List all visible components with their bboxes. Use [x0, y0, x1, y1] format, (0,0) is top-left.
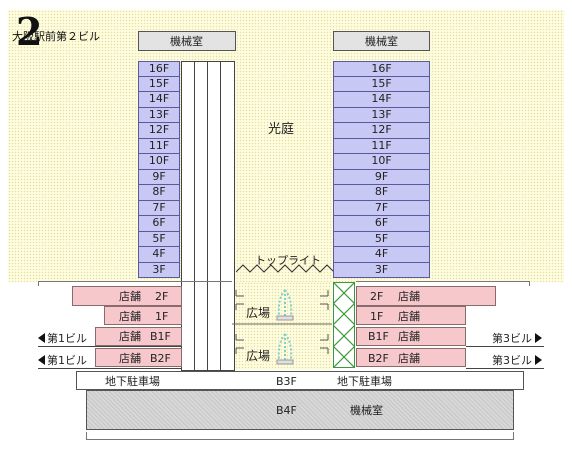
right-floor-4f: 4F	[333, 247, 430, 263]
left-1f-block	[104, 306, 182, 325]
left-b1f-shop: 店舗	[119, 330, 141, 343]
fountain-lower-icon	[276, 333, 294, 365]
right-1f-block	[356, 306, 466, 325]
left-1f-label: 1F	[155, 310, 169, 323]
left-floor-7f: 7F	[138, 200, 180, 216]
left-floor-8f: 8F	[138, 185, 180, 201]
left-2f-shop: 店舗	[119, 290, 141, 303]
left-b2f-block	[95, 348, 182, 367]
right-floor-8f: 8F	[333, 185, 430, 201]
toplight-zigzag	[236, 264, 334, 273]
left-link-b1[interactable]: 第1ビル	[38, 330, 87, 346]
right-b2f-shop: 店舗	[398, 352, 420, 365]
building-title: 大阪駅前第２ビル	[12, 30, 100, 43]
right-link-b2[interactable]: 第3ビル	[492, 352, 542, 368]
left-floor-12f: 12F	[138, 123, 180, 139]
arrow-left-icon	[38, 355, 45, 365]
arrow-right-icon	[535, 333, 542, 343]
b3f-level	[76, 371, 524, 390]
right-floor-5f: 5F	[333, 231, 430, 247]
left-floor-9f: 9F	[138, 169, 180, 185]
left-b1f-label: B1F	[150, 330, 171, 343]
right-2f-label: 2F	[370, 290, 384, 303]
right-1f-shop: 店舗	[398, 310, 420, 323]
building-number: 2	[16, 9, 43, 54]
right-b2f-label: B2F	[368, 352, 389, 365]
b4f-level	[86, 390, 514, 430]
left-machine-room-label: 機械室	[170, 35, 203, 48]
right-floor-13f: 13F	[333, 107, 430, 123]
left-2f-label: 2F	[155, 290, 169, 303]
left-floor-11f: 11F	[138, 138, 180, 154]
b4f-label: B4F	[276, 404, 297, 417]
right-floor-14f: 14F	[333, 92, 430, 108]
right-parking-label: 地下駐車場	[337, 375, 392, 388]
left-floor-13f: 13F	[138, 107, 180, 123]
right-floor-7f: 7F	[333, 200, 430, 216]
right-floor-6f: 6F	[333, 216, 430, 232]
plaza-brackets	[232, 290, 332, 354]
left-floor-10f: 10F	[138, 154, 180, 170]
left-1f-shop: 店舗	[119, 310, 141, 323]
left-floor-15f: 15F	[138, 76, 180, 92]
b4f-machine-room-label: 機械室	[350, 404, 383, 417]
elevator-shaft	[181, 61, 235, 371]
right-floor-16f: 16F	[333, 61, 430, 77]
left-2f-block	[72, 286, 182, 306]
left-b1f-block	[95, 327, 182, 346]
courtyard-label: 光庭	[268, 122, 295, 137]
left-b2f-label: B2F	[150, 352, 171, 365]
right-upper-ledge	[356, 281, 530, 286]
right-2f-block	[356, 286, 496, 306]
right-machine-room	[333, 31, 430, 51]
upper-background	[8, 10, 564, 282]
escalator-lattice	[333, 282, 355, 368]
right-floor-15f: 15F	[333, 76, 430, 92]
right-2f-shop: 店舗	[398, 290, 420, 303]
left-floor-16f: 16F	[138, 61, 180, 77]
fountain-upper-icon	[276, 289, 294, 321]
right-floor-9f: 9F	[333, 169, 430, 185]
left-machine-room	[138, 31, 236, 51]
right-1f-label: 1F	[370, 310, 384, 323]
right-b2f-block	[356, 348, 466, 367]
b3f-label: B3F	[276, 375, 297, 388]
left-floor-14f: 14F	[138, 92, 180, 108]
left-floor-5f: 5F	[138, 231, 180, 247]
arrow-right-icon	[535, 355, 542, 365]
left-parking-label: 地下駐車場	[105, 375, 160, 388]
right-floor-10f: 10F	[333, 154, 430, 170]
right-machine-room-label: 機械室	[365, 35, 398, 48]
right-floor-11f: 11F	[333, 138, 430, 154]
right-floor-3f: 3F	[333, 262, 430, 278]
courtyard-lower-background	[232, 282, 332, 370]
right-b1f-block	[356, 327, 466, 346]
right-floor-12f: 12F	[333, 123, 430, 139]
right-link-b1[interactable]: 第3ビル	[492, 330, 542, 346]
left-b2f-shop: 店舗	[119, 352, 141, 365]
left-floor-4f: 4F	[138, 247, 180, 263]
right-b1f-shop: 店舗	[398, 330, 420, 343]
left-floor-3f: 3F	[138, 262, 180, 278]
left-floor-6f: 6F	[138, 216, 180, 232]
toplight-label: トップライト	[255, 254, 321, 267]
plaza-upper-label: 広場	[246, 306, 271, 320]
arrow-left-icon	[38, 333, 45, 343]
left-link-b2[interactable]: 第1ビル	[38, 352, 87, 368]
foundation-line	[86, 432, 514, 440]
plaza-lower-label: 広場	[246, 349, 271, 363]
left-upper-ledge	[38, 281, 232, 286]
right-b1f-label: B1F	[368, 330, 389, 343]
